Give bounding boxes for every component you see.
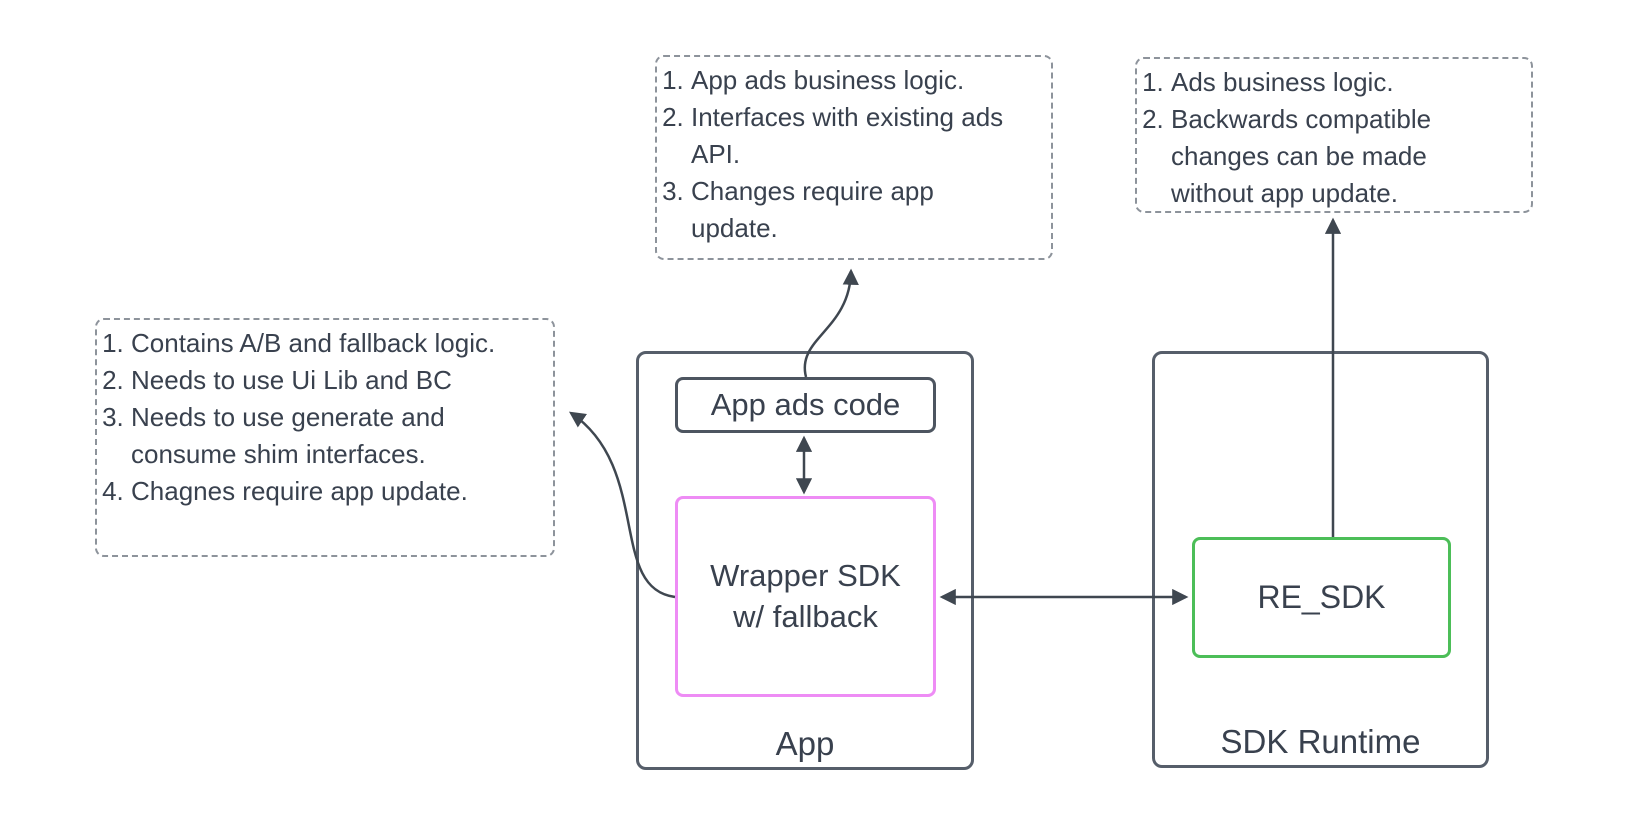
note-item: Needs to use generate and consume shim i… bbox=[131, 399, 533, 473]
note-list: Ads business logic. Backwards compatible… bbox=[1137, 59, 1531, 212]
app-ads-code-label: App ads code bbox=[710, 386, 901, 422]
note-item: Interfaces with existing ads API. bbox=[691, 99, 1021, 173]
note-wrapper-sdk-details: Contains A/B and fallback logic. Needs t… bbox=[95, 318, 555, 557]
note-item: Backwards compatible changes can be made… bbox=[1171, 101, 1505, 212]
note-list: App ads business logic. Interfaces with … bbox=[657, 57, 1051, 247]
note-re-sdk-details: Ads business logic. Backwards compatible… bbox=[1135, 57, 1533, 213]
wrapper-sdk-box: Wrapper SDK w/ fallback bbox=[675, 496, 936, 697]
note-item: Chagnes require app update. bbox=[131, 473, 533, 510]
re-sdk-box: RE_SDK bbox=[1192, 537, 1451, 658]
note-item: Changes require app update. bbox=[691, 173, 1021, 247]
note-app-ads-code-details: App ads business logic. Interfaces with … bbox=[655, 55, 1053, 260]
note-item: App ads business logic. bbox=[691, 62, 1021, 99]
re-sdk-label: RE_SDK bbox=[1257, 579, 1386, 616]
app-ads-code-box: App ads code bbox=[675, 377, 936, 433]
sdk-runtime-container-label: SDK Runtime bbox=[1220, 723, 1421, 761]
app-container-label: App bbox=[775, 725, 835, 763]
note-item: Contains A/B and fallback logic. bbox=[131, 325, 533, 362]
note-item: Ads business logic. bbox=[1171, 64, 1505, 101]
wrapper-sdk-label: Wrapper SDK w/ fallback bbox=[710, 557, 901, 634]
note-list: Contains A/B and fallback logic. Needs t… bbox=[97, 320, 553, 510]
note-item: Needs to use Ui Lib and BC bbox=[131, 362, 533, 399]
